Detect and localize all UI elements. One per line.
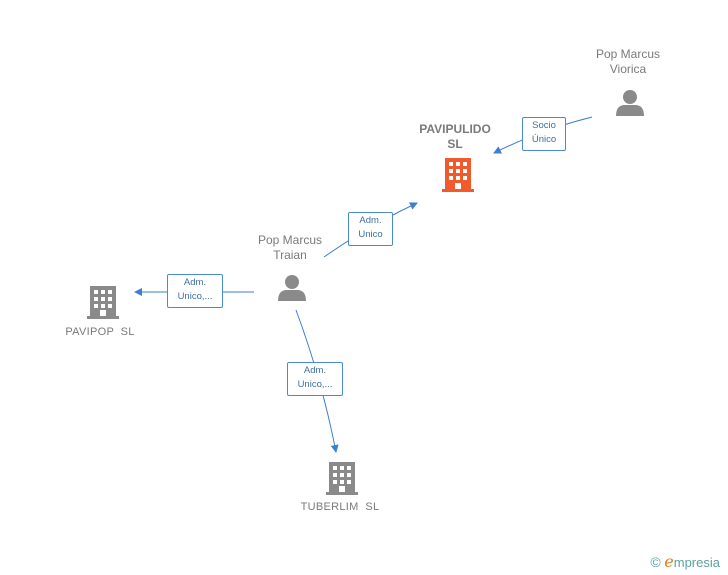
- edge-label-line1: Adm.: [303, 365, 327, 376]
- edge-label-line2: Unico,...: [177, 291, 213, 302]
- brand-watermark: © empresia: [650, 552, 720, 571]
- node-label-line2: SL: [447, 137, 463, 151]
- person-icon-viorica: [616, 90, 644, 116]
- edge-label-line2: Único: [531, 134, 557, 145]
- node-label-pavipulido-sl[interactable]: PAVIPULIDO SL: [405, 122, 505, 152]
- node-label-line1: PAVIPULIDO: [419, 122, 491, 136]
- edge-label-line1: Adm.: [183, 277, 207, 288]
- edge-label-line2: Unico: [358, 229, 383, 240]
- node-label-pop-marcus-viorica[interactable]: Pop Marcus Viorica: [578, 47, 678, 77]
- edge-label-adm-unico-pavipop[interactable]: Adm. Unico,...: [167, 274, 223, 308]
- copyright-icon: ©: [650, 554, 661, 570]
- node-label-tuberlim-sl[interactable]: TUBERLIM SL: [290, 500, 390, 515]
- building-icon-tuberlim: [326, 462, 358, 495]
- edge-label-line1: Socio: [532, 120, 556, 131]
- building-icon-pavipop: [87, 286, 119, 319]
- edge-label-line1: Adm.: [359, 215, 382, 226]
- node-label-line1: Pop Marcus: [595, 47, 661, 61]
- building-icon-pavipulido: [442, 158, 474, 192]
- edge-label-adm-unico-pavipulido[interactable]: Adm. Unico: [348, 212, 393, 246]
- node-label-pop-marcus-traian[interactable]: Pop Marcus Traian: [240, 233, 340, 263]
- brand-initial: e: [664, 552, 674, 571]
- edge-label-socio-unico[interactable]: Socio Único: [522, 117, 566, 151]
- brand-name: mpresia: [673, 555, 720, 570]
- node-label-line2: Viorica: [609, 62, 647, 76]
- edge-label-line2: Unico,...: [297, 379, 333, 390]
- node-label-text: TUBERLIM SL: [300, 501, 380, 513]
- node-label-text: PAVIPOP SL: [65, 326, 135, 338]
- person-icon-traian: [278, 275, 306, 301]
- edge-label-adm-unico-tuberlim[interactable]: Adm. Unico,...: [287, 362, 343, 396]
- node-label-pavipop-sl[interactable]: PAVIPOP SL: [50, 325, 150, 340]
- node-label-line2: Traian: [273, 248, 307, 262]
- node-label-line1: Pop Marcus: [257, 233, 323, 247]
